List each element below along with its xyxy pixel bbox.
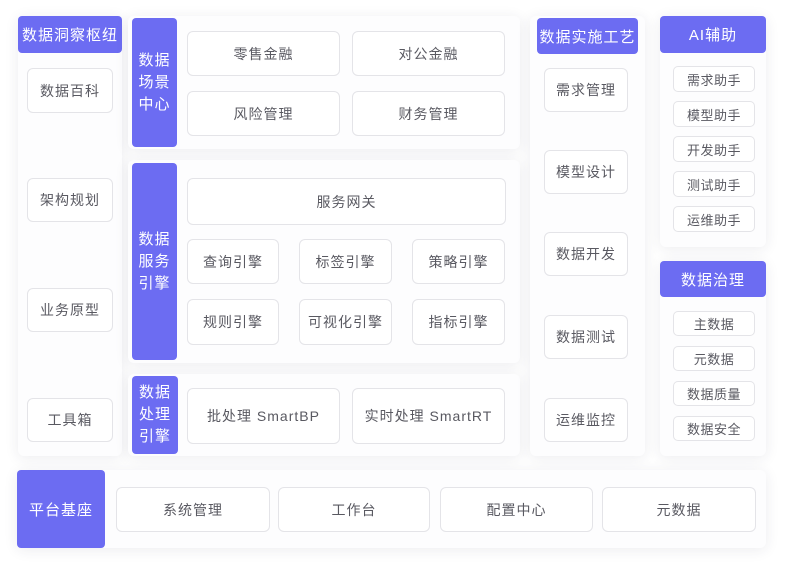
node-config-center: 配置中心 bbox=[440, 487, 593, 532]
process-engine-title: 数据 处理 引擎 bbox=[132, 376, 178, 454]
node-model-assistant: 模型助手 bbox=[673, 101, 755, 127]
platform-base-title: 平台基座 bbox=[17, 470, 105, 548]
node-query-engine: 查询引擎 bbox=[187, 239, 279, 284]
node-tag-engine: 标签引擎 bbox=[299, 239, 392, 284]
node-batch-processing: 批处理 SmartBP bbox=[187, 388, 340, 444]
node-data-encyclopedia: 数据百科 bbox=[27, 68, 113, 113]
node-finance-management: 财务管理 bbox=[352, 91, 505, 136]
node-model-design: 模型设计 bbox=[544, 150, 628, 194]
node-requirement-assistant: 需求助手 bbox=[673, 66, 755, 92]
process-engine-section: 数据 处理 引擎 批处理 SmartBP 实时处理 SmartRT bbox=[128, 374, 520, 456]
node-master-data: 主数据 bbox=[673, 311, 755, 336]
node-risk-management: 风险管理 bbox=[187, 91, 340, 136]
node-metric-engine: 指标引擎 bbox=[412, 299, 505, 345]
node-workbench: 工作台 bbox=[278, 487, 430, 532]
scene-center-title: 数据 场景 中心 bbox=[132, 18, 177, 147]
node-business-prototype: 业务原型 bbox=[27, 288, 113, 332]
node-data-quality: 数据质量 bbox=[673, 381, 755, 406]
node-strategy-engine: 策略引擎 bbox=[412, 239, 505, 284]
insight-hub-section: 数据洞察枢纽 数据百科 架构规划 业务原型 工具箱 bbox=[18, 16, 122, 456]
node-system-management: 系统管理 bbox=[116, 487, 270, 532]
service-engine-title: 数据 服务 引擎 bbox=[132, 163, 177, 360]
node-visualization-engine: 可视化引擎 bbox=[299, 299, 392, 345]
node-architecture-planning: 架构规划 bbox=[27, 178, 113, 222]
node-data-security: 数据安全 bbox=[673, 416, 755, 441]
implementation-section: 数据实施工艺 需求管理 模型设计 数据开发 数据测试 运维监控 bbox=[530, 16, 645, 456]
node-requirement-management: 需求管理 bbox=[544, 68, 628, 112]
node-toolbox: 工具箱 bbox=[27, 398, 113, 442]
ai-assist-title: AI辅助 bbox=[660, 16, 766, 53]
node-data-development: 数据开发 bbox=[544, 232, 628, 276]
implementation-title: 数据实施工艺 bbox=[537, 18, 638, 54]
node-metadata-base: 元数据 bbox=[602, 487, 756, 532]
node-metadata: 元数据 bbox=[673, 346, 755, 371]
node-ops-assistant: 运维助手 bbox=[673, 206, 755, 232]
node-corporate-finance: 对公金融 bbox=[352, 31, 505, 76]
ai-assist-section: AI辅助 需求助手 模型助手 开发助手 测试助手 运维助手 bbox=[660, 16, 766, 247]
insight-hub-title: 数据洞察枢纽 bbox=[18, 16, 122, 53]
governance-section: 数据治理 主数据 元数据 数据质量 数据安全 bbox=[660, 261, 766, 456]
node-realtime-processing: 实时处理 SmartRT bbox=[352, 388, 505, 444]
node-retail-finance: 零售金融 bbox=[187, 31, 340, 76]
governance-title: 数据治理 bbox=[660, 261, 766, 297]
node-dev-assistant: 开发助手 bbox=[673, 136, 755, 162]
node-data-testing: 数据测试 bbox=[544, 315, 628, 359]
service-engine-section: 数据 服务 引擎 服务网关 查询引擎 标签引擎 策略引擎 规则引擎 可视化引擎 … bbox=[128, 160, 520, 363]
node-test-assistant: 测试助手 bbox=[673, 171, 755, 197]
node-ops-monitoring: 运维监控 bbox=[544, 398, 628, 442]
node-service-gateway: 服务网关 bbox=[187, 178, 506, 225]
scene-center-section: 数据 场景 中心 零售金融 对公金融 风险管理 财务管理 bbox=[128, 16, 520, 149]
node-rule-engine: 规则引擎 bbox=[187, 299, 279, 345]
platform-base-section: 平台基座 系统管理 工作台 配置中心 元数据 bbox=[17, 470, 766, 548]
